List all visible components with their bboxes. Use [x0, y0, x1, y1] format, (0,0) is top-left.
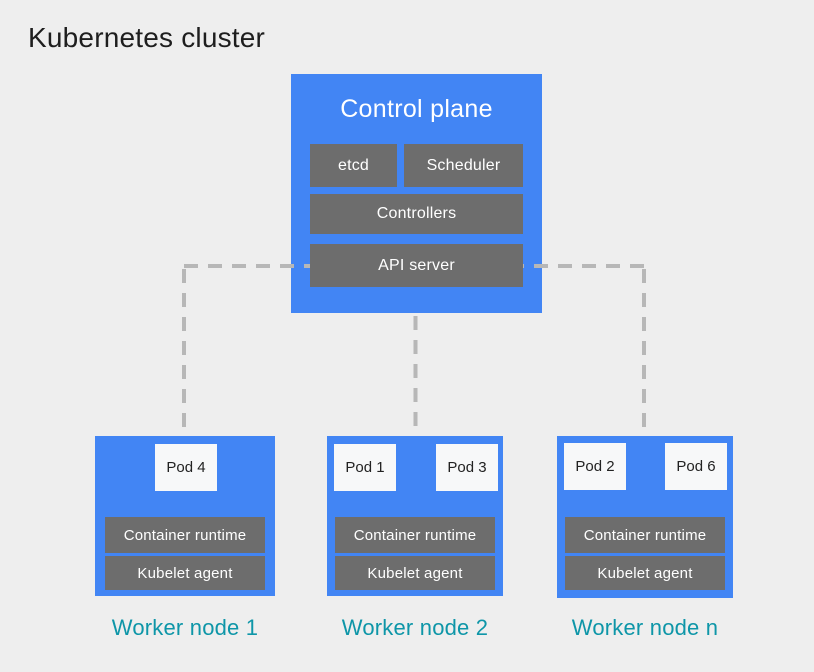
diagram-title: Kubernetes cluster [28, 22, 266, 53]
pod-6: Pod 6 [665, 443, 727, 490]
controllers-component: Controllers [310, 194, 523, 234]
worker-1-kubelet-agent: Kubelet agent [105, 556, 265, 590]
api-server-component: API server [310, 244, 523, 287]
worker-2-container-runtime: Container runtime [335, 517, 495, 553]
worker-n-kubelet-agent: Kubelet agent [565, 556, 725, 590]
worker-node-1-box: Pod 4 Container runtime Kubelet agent [95, 436, 275, 596]
scheduler-component: Scheduler [404, 144, 523, 187]
worker-node-n-box: Pod 2 Pod 6 Container runtime Kubelet ag… [557, 436, 733, 598]
pod-2: Pod 2 [564, 443, 626, 490]
control-plane-box: Control plane etcd Scheduler Controllers… [291, 74, 542, 313]
etcd-component: etcd [310, 144, 397, 187]
control-plane-components: etcd Scheduler Controllers API server [310, 144, 523, 287]
pod-3: Pod 3 [436, 444, 498, 491]
pod-1: Pod 1 [334, 444, 396, 491]
worker-n-container-runtime: Container runtime [565, 517, 725, 553]
worker-1-container-runtime: Container runtime [105, 517, 265, 553]
worker-node-2-box: Pod 1 Pod 3 Container runtime Kubelet ag… [327, 436, 503, 596]
worker-node-2-label: Worker node 2 [341, 615, 489, 640]
worker-node-1-label: Worker node 1 [111, 615, 259, 640]
pod-4: Pod 4 [155, 444, 217, 491]
control-plane-title: Control plane [340, 94, 493, 123]
worker-node-n-label: Worker node n [571, 615, 719, 640]
control-plane-row-1: etcd Scheduler [310, 144, 523, 187]
worker-2-kubelet-agent: Kubelet agent [335, 556, 495, 590]
